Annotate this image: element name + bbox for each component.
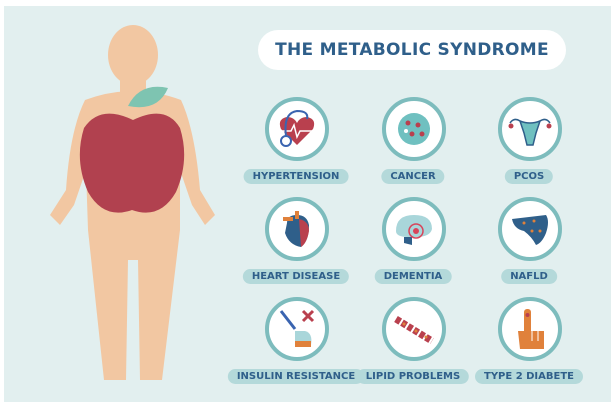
condition-label: CANCER: [381, 169, 445, 184]
condition-lipid-problems: LIPID PROBLEMS: [348, 297, 478, 387]
syringe-icon: [265, 297, 329, 361]
heart-organ-icon: [265, 197, 329, 261]
page-title: THE METABOLIC SYNDROME: [258, 30, 566, 70]
lipid-chain-icon: [382, 297, 446, 361]
condition-label: PCOS: [504, 169, 554, 184]
condition-label: INSULIN RESISTANCE: [227, 369, 365, 384]
condition-cancer: CANCER: [348, 97, 478, 187]
cancer-cells-icon: [382, 97, 446, 161]
apple-icon: [79, 113, 185, 213]
condition-type-2-diabete: TYPE 2 DIABETE: [464, 297, 594, 387]
condition-label: TYPE 2 DIABETE: [474, 369, 584, 384]
condition-label: HEART DISEASE: [242, 269, 350, 284]
condition-nafld: NAFLD: [464, 197, 594, 287]
condition-hypertension: HYPERTENSION: [231, 97, 361, 187]
liver-icon: [498, 197, 562, 261]
leaf-icon: [128, 86, 168, 108]
condition-label: NAFLD: [501, 269, 557, 284]
condition-label: LIPID PROBLEMS: [356, 369, 470, 384]
condition-label: HYPERTENSION: [243, 169, 349, 184]
condition-dementia: DEMENTIA: [348, 197, 478, 287]
heart-stethoscope-icon: [265, 97, 329, 161]
finger-blood-test-icon: [498, 297, 562, 361]
condition-heart-disease: HEART DISEASE: [231, 197, 361, 287]
brain-icon: [382, 197, 446, 261]
condition-label: DEMENTIA: [374, 269, 452, 284]
condition-insulin-resistance: INSULIN RESISTANCE: [227, 297, 365, 387]
condition-pcos: PCOS: [464, 97, 594, 187]
uterus-icon: [498, 97, 562, 161]
